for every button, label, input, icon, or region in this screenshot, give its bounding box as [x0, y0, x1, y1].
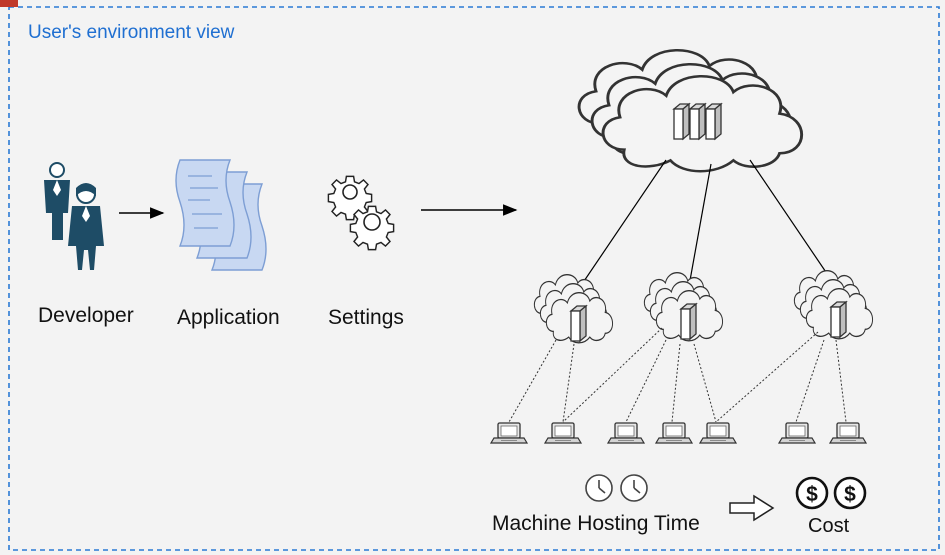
- cost-label: Cost: [808, 515, 850, 537]
- dollar-sign-2: $: [844, 483, 856, 506]
- cloud-icon-right: [793, 270, 874, 340]
- cloud-icon-middle: [643, 272, 724, 342]
- laptop-icon-3: [607, 422, 645, 444]
- machine-hosting-time-label: Machine Hosting Time: [492, 512, 700, 535]
- laptop-links: [508, 327, 847, 423]
- clock-icon-2: [620, 474, 648, 502]
- laptop-icon-2: [544, 422, 582, 444]
- laptop-icon-5: [699, 422, 737, 444]
- settings-label: Settings: [328, 306, 404, 329]
- block-arrow-icon: [729, 494, 775, 522]
- clock-icon-1: [585, 474, 613, 502]
- developer-icon: [44, 162, 104, 270]
- gears-icon: [327, 175, 395, 251]
- laptop-icon-4: [655, 422, 693, 444]
- cloud-links: [577, 159, 835, 291]
- frame-border: [8, 6, 940, 551]
- cloud-icon-left: [533, 274, 614, 344]
- diagram-title: User's environment view: [28, 22, 235, 43]
- laptop-icon-1: [490, 422, 528, 444]
- dollar-sign-1: $: [806, 483, 818, 506]
- cloud-icon-top: [577, 48, 804, 173]
- application-label: Application: [177, 306, 280, 329]
- laptop-icon-7: [829, 422, 867, 444]
- laptop-icon-6: [778, 422, 816, 444]
- documents-icon: [175, 159, 267, 271]
- corner-mark: [0, 0, 18, 7]
- developer-label: Developer: [38, 304, 134, 327]
